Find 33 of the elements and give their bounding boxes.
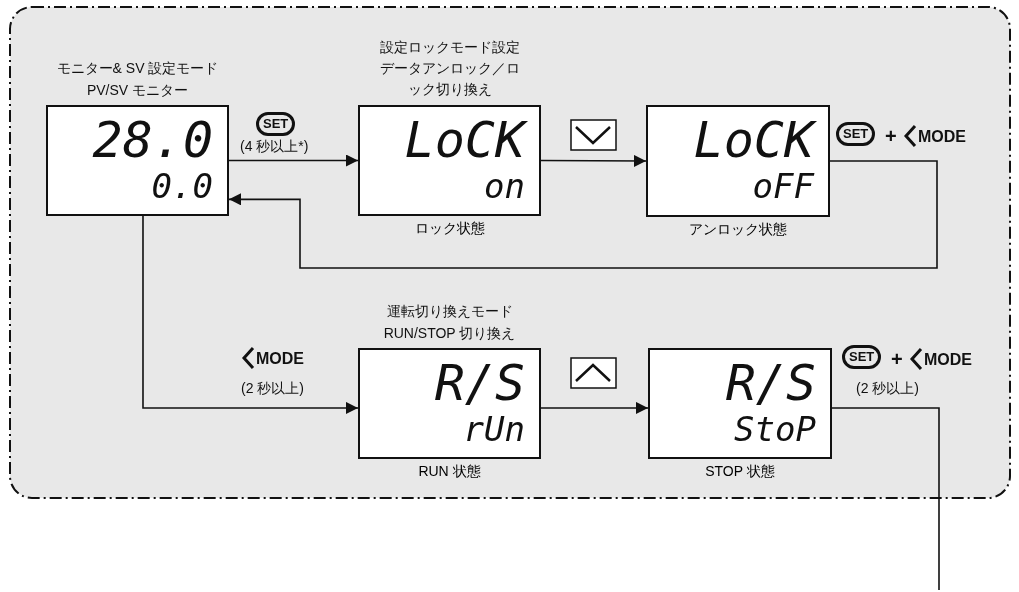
edge-label: (2 秒以上) xyxy=(241,380,304,398)
display-subvalue: rUn xyxy=(463,412,525,446)
plus-sign: + xyxy=(885,126,897,146)
state-caption: STOP 状態 xyxy=(704,463,776,481)
key-label: SET xyxy=(836,122,876,146)
mode-heading: 運転切り換えモードRUN/STOP 切り換え xyxy=(382,302,517,343)
display-value: R/S xyxy=(725,358,816,408)
arrow xyxy=(540,401,649,414)
edge-label: (2 秒以上) xyxy=(856,380,919,398)
display-subvalue: on xyxy=(484,169,525,203)
arrow xyxy=(228,160,938,269)
display-subvalue: 0.0 xyxy=(151,169,213,203)
arrow xyxy=(540,154,647,167)
key-label: MODE xyxy=(256,349,304,369)
state-caption: アンロック状態 xyxy=(688,221,788,239)
arrow xyxy=(142,215,359,414)
plus-sign: + xyxy=(891,349,903,369)
arrow xyxy=(228,154,359,167)
connector-line xyxy=(831,407,940,591)
key-label: MODE xyxy=(924,350,972,370)
key-label: MODE xyxy=(918,127,966,147)
edge-label: (4 秒以上*) xyxy=(240,138,309,156)
display-value: 28.0 xyxy=(92,115,213,165)
dashed-panel xyxy=(8,5,1012,500)
state-caption: ロック状態 xyxy=(413,220,486,238)
state-caption: RUN 状態 xyxy=(417,463,482,481)
key-label: SET xyxy=(842,345,882,369)
display-subvalue: oFF xyxy=(752,169,814,203)
mode-heading: 設定ロックモード設定データアンロック／ロック切り換え xyxy=(378,38,521,99)
key-label: SET xyxy=(256,112,296,136)
display-subvalue: StoP xyxy=(734,412,816,446)
display-value: R/S xyxy=(434,358,525,408)
mode-heading: モニター& SV 設定モードPV/SV モニター xyxy=(55,59,220,100)
